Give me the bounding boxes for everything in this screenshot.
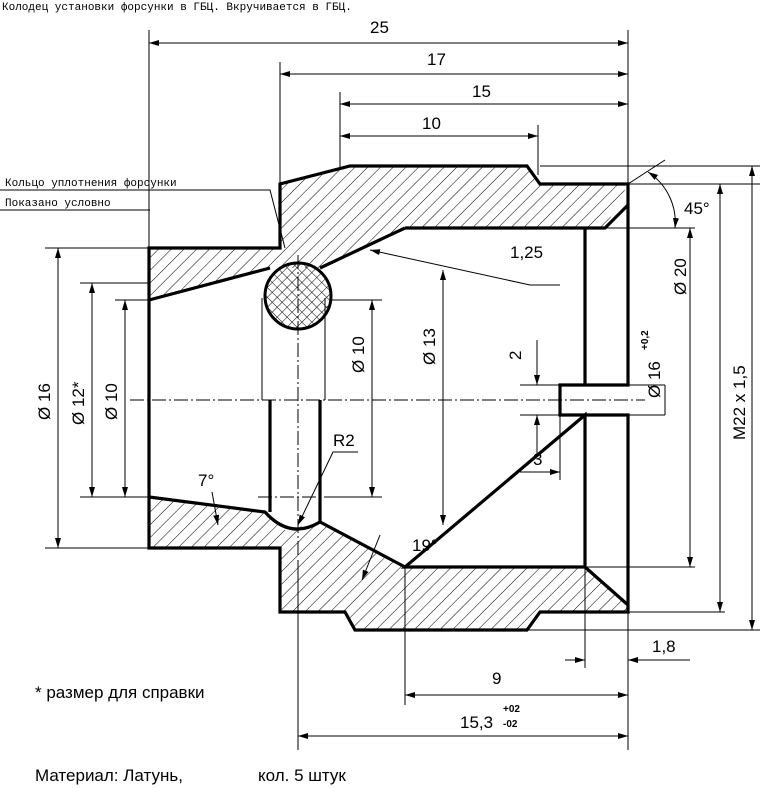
dim-10-top: 10: [422, 114, 441, 133]
note-material: Материал: Латунь,: [35, 766, 183, 785]
upper-section-hatch: [149, 166, 628, 300]
dim-15-3-upper-tol: +02: [503, 704, 520, 715]
dim-thread-m22: M22 x 1,5: [730, 365, 749, 440]
dimension-lines: [0, 40, 755, 739]
dim-1-8: 1,8: [652, 637, 676, 656]
dim-dia-12-ref: Ø 12*: [69, 381, 88, 425]
dim-dia-20: Ø 20: [671, 258, 690, 295]
inlet-cone: [148, 226, 406, 569]
dim-angle-7: 7°: [198, 471, 214, 490]
note-reference: * размер для справки: [35, 683, 205, 702]
dim-angle-19: 19°: [412, 536, 438, 555]
dim-angle-45: 45°: [684, 199, 710, 218]
lower-section-hatch: [149, 497, 628, 630]
dim-slot-2: 2: [506, 351, 525, 360]
dim-dia-16-tol: Ø 16: [645, 361, 664, 398]
dim-15-3: 15,3: [460, 713, 493, 732]
callout-seal-ring: Кольцо уплотнения форсунки: [5, 177, 177, 190]
dim-15: 15: [472, 82, 491, 101]
dim-chamfer-125: 1,25: [510, 243, 543, 262]
extension-lines: [45, 30, 760, 750]
dim-dia-16-left: Ø 16: [35, 383, 54, 420]
dim-slot-3: 3: [533, 450, 542, 469]
dim-radius-r2: R2: [333, 431, 355, 450]
dim-dia-10-inner: Ø 10: [349, 336, 368, 373]
dim-9: 9: [492, 669, 501, 688]
dim-dia-10-left: Ø 10: [102, 383, 121, 420]
dim-15-3-lower-tol: -02: [503, 719, 518, 730]
part-outline: [147, 164, 630, 632]
drawing-title: Колодец установки форсунки в ГБЦ. Вкручи…: [2, 1, 352, 14]
callout-conditional: Показано условно: [5, 198, 111, 210]
dim-dia-13: Ø 13: [420, 328, 439, 365]
dim-dia-16-tol-sup: +0,2: [640, 330, 651, 350]
dim-25: 25: [370, 18, 389, 37]
dim-17: 17: [427, 50, 446, 69]
note-quantity: кол. 5 штук: [258, 766, 346, 785]
